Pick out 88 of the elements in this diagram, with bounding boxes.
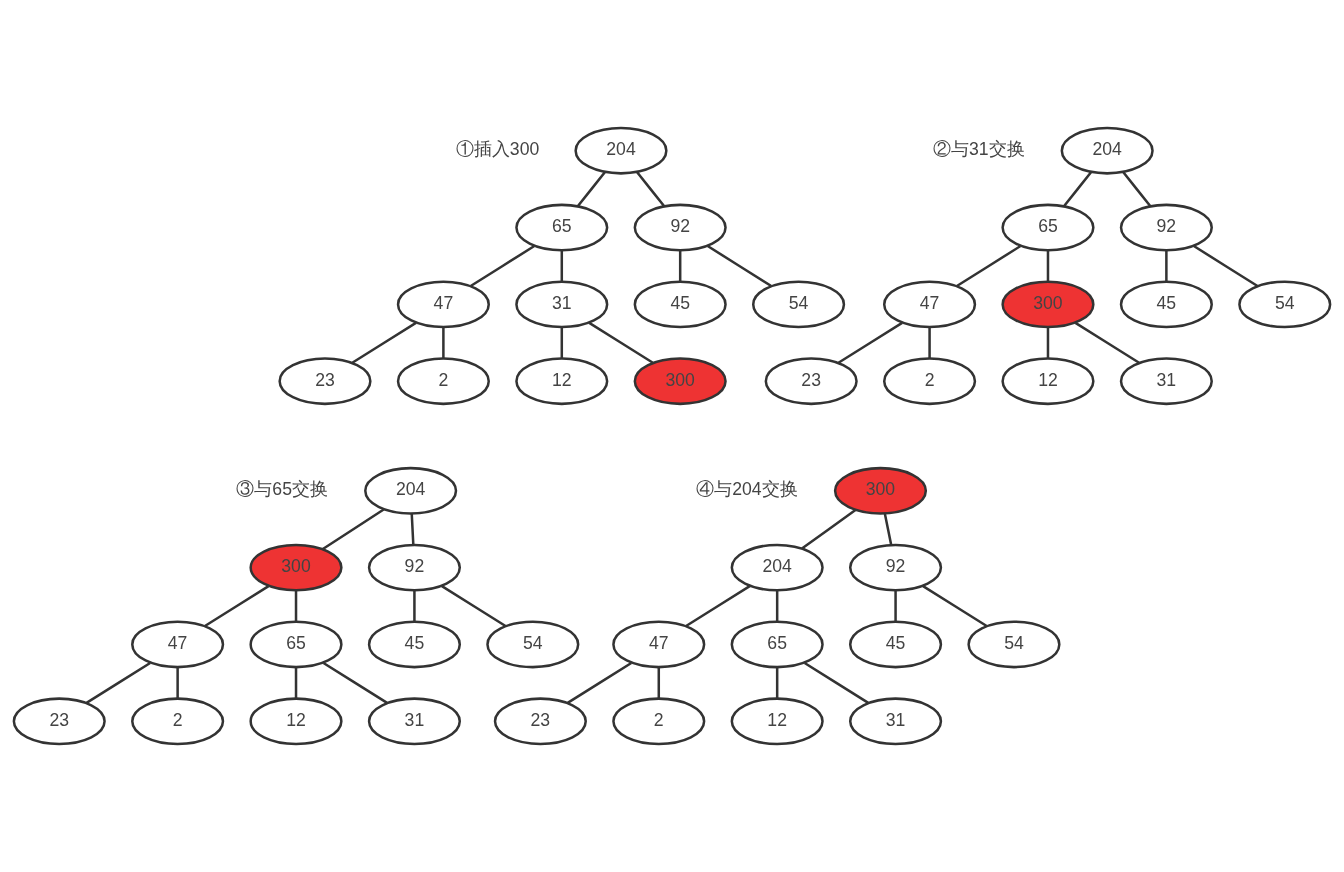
connector: [1122, 171, 1152, 207]
node-ellipse: 47: [883, 280, 977, 329]
connector: [576, 171, 606, 207]
node-ellipse: 45: [848, 620, 943, 669]
connector: [176, 667, 179, 699]
node-ellipse: 92: [1119, 203, 1213, 252]
node-ellipse: 2: [612, 697, 706, 746]
node-ellipse: 23: [493, 697, 587, 746]
label: ③与65交换: [236, 479, 328, 500]
connector: [922, 585, 988, 628]
connector: [657, 667, 661, 699]
connector: [706, 244, 772, 288]
node-ellipse: 65: [1001, 203, 1095, 252]
node-ellipse: 92: [848, 543, 943, 592]
connector: [413, 590, 416, 622]
node-ellipse: 65: [249, 620, 343, 669]
connector: [322, 508, 385, 551]
node-ellipse: 12: [249, 697, 343, 746]
connector: [636, 171, 665, 207]
node-ellipse: 47: [131, 620, 225, 669]
connector: [560, 250, 564, 282]
node-ellipse: 23: [12, 697, 106, 746]
node-ellipse: 47: [396, 280, 490, 329]
node-ellipse: 45: [1119, 280, 1213, 329]
connector: [775, 667, 779, 699]
connector: [85, 661, 151, 704]
node-ellipse: 54: [486, 620, 580, 669]
node-ellipse: 204: [1060, 126, 1154, 175]
connector: [204, 585, 270, 628]
connector: [803, 661, 869, 704]
node-ellipse: 65: [730, 620, 824, 669]
node-ellipse: 12: [730, 697, 824, 746]
connector: [883, 513, 893, 545]
connector: [1046, 250, 1050, 282]
connector: [1074, 321, 1140, 364]
node-ellipse: 92: [367, 543, 461, 592]
node-ellipse: 2: [883, 357, 977, 406]
node-ellipse: 23: [278, 357, 372, 406]
node-ellipse: 300: [249, 543, 343, 592]
label: ④与204交换: [696, 479, 798, 500]
label: ②与31交换: [932, 139, 1025, 160]
connector: [801, 509, 857, 550]
node-ellipse: 45: [367, 620, 461, 669]
node-ellipse: 92: [633, 203, 727, 252]
node-ellipse: 2: [131, 697, 225, 746]
node-ellipse: 54: [967, 620, 1061, 669]
connector: [1046, 327, 1050, 359]
connector: [470, 244, 535, 288]
connector: [410, 513, 415, 545]
connector: [775, 590, 779, 622]
connector: [956, 244, 1022, 288]
node-ellipse: 45: [633, 280, 727, 329]
connector: [678, 250, 682, 282]
connector: [294, 590, 298, 622]
node-ellipse: 2: [396, 357, 490, 406]
connector: [567, 661, 632, 704]
node-ellipse: 65: [515, 203, 609, 252]
node-ellipse: 300: [833, 466, 928, 515]
node-ellipse: 54: [1238, 280, 1332, 329]
node-ellipse: 300: [633, 357, 727, 406]
connector: [441, 585, 507, 628]
connector: [894, 590, 897, 622]
node-ellipse: 23: [764, 357, 858, 406]
connector: [1063, 171, 1092, 207]
connector: [1165, 250, 1168, 282]
connector: [1193, 244, 1259, 288]
node-ellipse: 204: [364, 466, 458, 515]
connector: [351, 321, 417, 364]
node-ellipse: 204: [730, 543, 824, 592]
node-ellipse: 204: [574, 126, 668, 175]
node-ellipse: 31: [367, 697, 461, 746]
node-ellipse: 31: [1119, 357, 1213, 406]
node-ellipse: 31: [515, 280, 609, 329]
node-ellipse: 300: [1001, 280, 1095, 329]
connector: [322, 661, 388, 704]
node-ellipse: 54: [752, 280, 846, 329]
connector: [928, 327, 931, 359]
node-ellipse: 12: [1001, 357, 1095, 406]
node-ellipse: 12: [515, 357, 609, 406]
connector: [588, 321, 654, 364]
connector: [294, 667, 298, 699]
connector: [685, 585, 751, 628]
node-ellipse: 47: [612, 620, 706, 669]
connector: [837, 321, 903, 364]
label: ①插入300: [455, 139, 540, 160]
node-ellipse: 31: [848, 697, 943, 746]
connector: [442, 327, 445, 359]
connector: [560, 327, 564, 359]
